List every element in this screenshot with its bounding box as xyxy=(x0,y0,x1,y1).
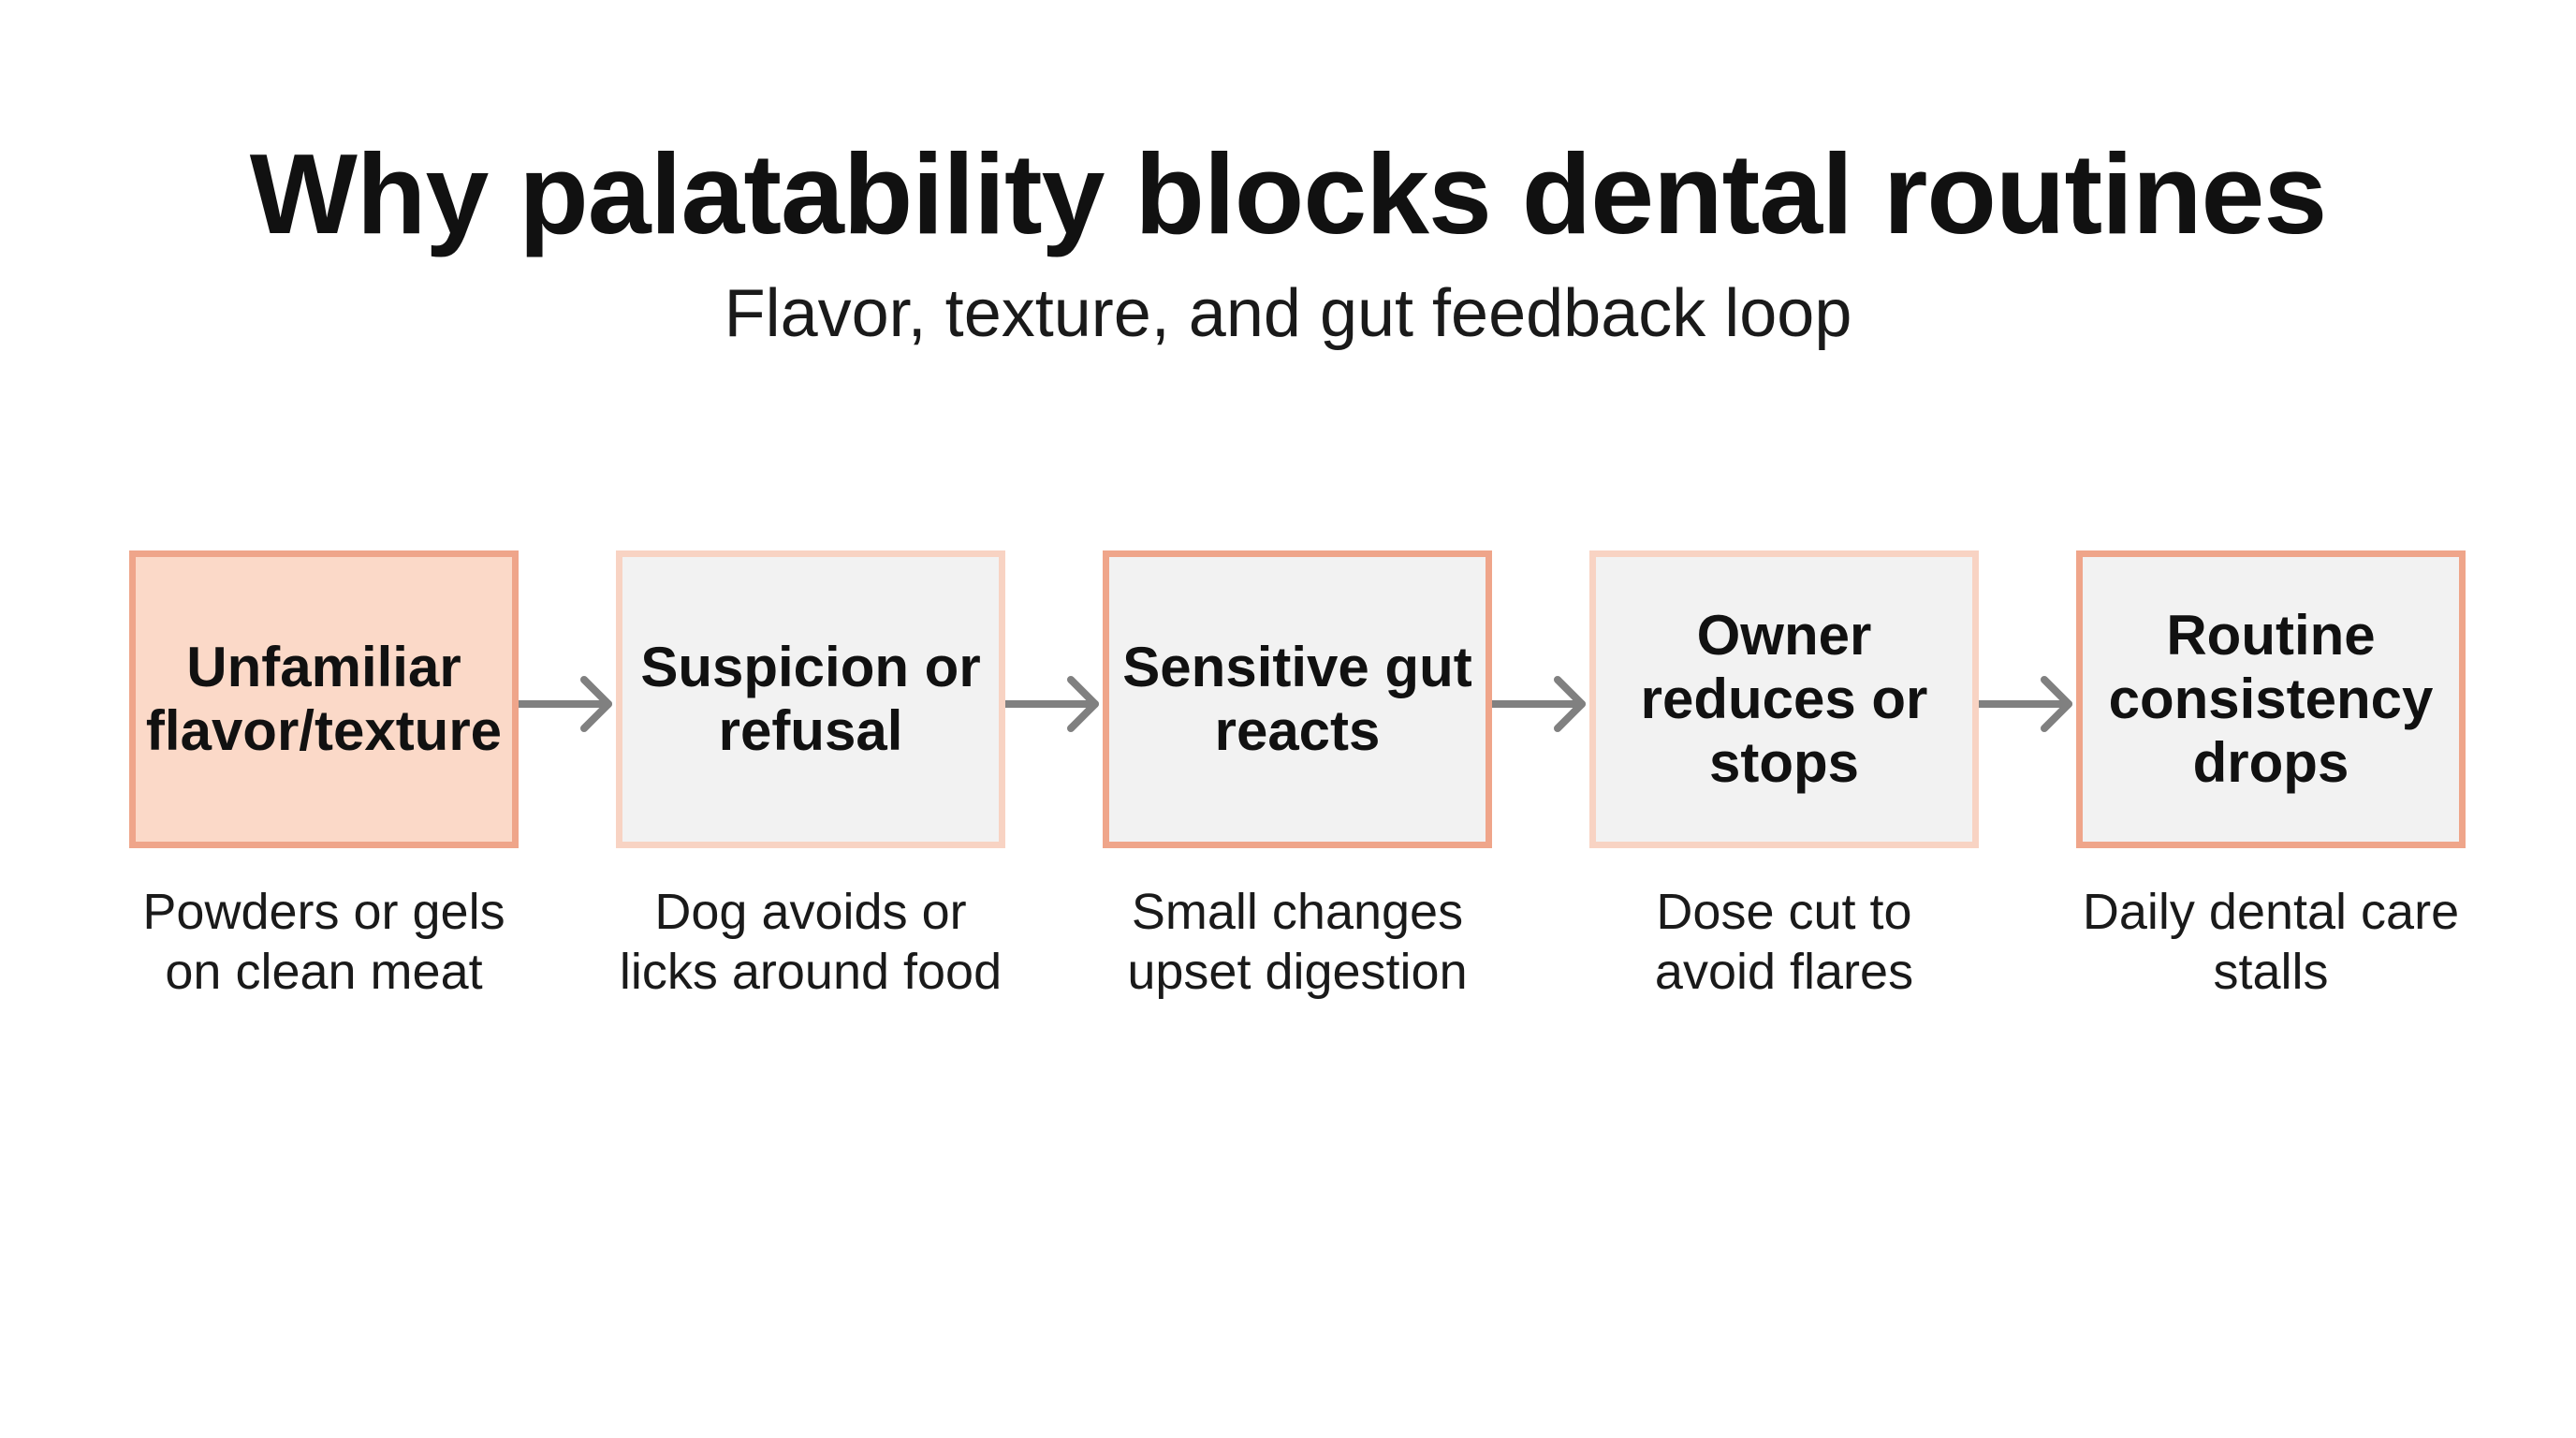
step-label: Sensitive gut reacts xyxy=(1122,636,1472,762)
flow-step-sensitive-gut: Sensitive gut reacts Small changes upset… xyxy=(1103,550,1492,1002)
step-box: Sensitive gut reacts xyxy=(1103,550,1492,848)
arrow-right-icon xyxy=(1492,676,1586,732)
step-caption: Dog avoids or licks around food xyxy=(619,884,1003,1000)
step-box: Suspicion or refusal xyxy=(616,550,1005,848)
flow-step-routine-drops: Routine consistency drops Daily dental c… xyxy=(2076,550,2466,1002)
flow-step-owner-reduces: Owner reduces or stops Dose cut to avoid… xyxy=(1589,550,1979,1002)
arrow-right-icon xyxy=(1979,676,2072,732)
step-label: Unfamiliar flavor/texture xyxy=(145,636,503,762)
step-label: Owner reduces or stops xyxy=(1640,604,1928,794)
arrow-right-icon xyxy=(1005,676,1099,732)
flow-step-suspicion-refusal: Suspicion or refusal Dog avoids or licks… xyxy=(616,550,1005,1002)
step-box: Owner reduces or stops xyxy=(1589,550,1979,848)
step-caption: Dose cut to avoid flares xyxy=(1654,884,1914,1000)
step-caption: Daily dental care stalls xyxy=(2082,884,2460,1000)
step-caption: Powders or gels on clean meat xyxy=(142,884,505,1000)
step-label: Suspicion or refusal xyxy=(640,636,981,762)
step-caption: Small changes upset digestion xyxy=(1127,884,1468,1000)
step-label: Routine consistency drops xyxy=(2108,604,2434,794)
flow-step-unfamiliar-flavor: Unfamiliar flavor/texture Powders or gel… xyxy=(129,550,519,1002)
step-box: Routine consistency drops xyxy=(2076,550,2466,848)
page-subtitle: Flavor, texture, and gut feedback loop xyxy=(724,276,1852,351)
page-title: Why palatability blocks dental routines xyxy=(249,130,2327,257)
step-box: Unfamiliar flavor/texture xyxy=(129,550,519,848)
arrow-right-icon xyxy=(519,676,612,732)
